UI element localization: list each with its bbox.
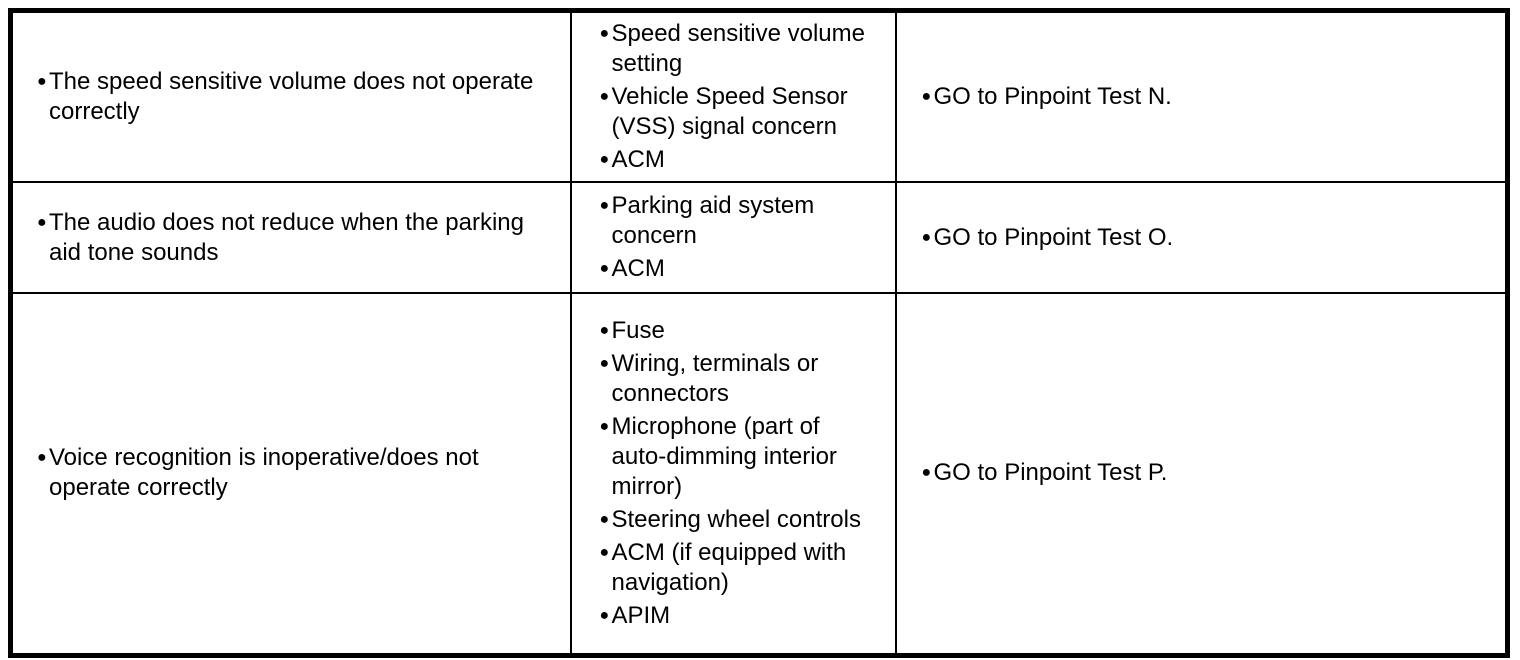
bullet-item: ●Microphone (part of auto-dimming interi… (600, 412, 879, 502)
bullet-item: ●ACM (600, 254, 879, 284)
bullet-icon: ● (921, 88, 932, 105)
action-cell: ●GO to Pinpoint Test N. (894, 9, 1509, 183)
action-cell: ●GO to Pinpoint Test P. (894, 292, 1509, 656)
bullet-item: ●GO to Pinpoint Test O. (922, 223, 1486, 253)
table-row: ●Voice recognition is inoperative/does n… (9, 292, 1509, 656)
bullet-item-text: Steering wheel controls (611, 505, 861, 533)
bullet-item-text: Wiring, terminals or connectors (611, 349, 819, 407)
bullet-item-text: GO to Pinpoint Test P. (933, 459, 1168, 487)
bullet-item: ●The audio does not reduce when the park… (37, 208, 546, 268)
bullet-item: ●GO to Pinpoint Test N. (922, 82, 1486, 112)
bullet-list: ●The audio does not reduce when the park… (37, 208, 546, 268)
bullet-item-text: ACM (611, 146, 665, 173)
bullet-item: ●Voice recognition is inoperative/does n… (37, 443, 546, 503)
bullet-icon: ● (599, 543, 610, 561)
possible-sources-cell: ●Fuse●Wiring, terminals or connectors●Mi… (569, 292, 897, 656)
symptom-cell: ●The audio does not reduce when the park… (9, 181, 572, 294)
bullet-item-text: ACM (if equipped with navigation) (611, 538, 847, 596)
bullet-item-text: The audio does not reduce when the parki… (49, 208, 524, 266)
bullet-item: ●ACM (600, 145, 879, 175)
bullet-item: ●Steering wheel controls (600, 505, 879, 535)
bullet-icon: ● (599, 417, 610, 435)
bullet-item: ●Speed sensitive volume setting (600, 19, 879, 79)
symptom-chart-body: ●The speed sensitive volume does not ope… (9, 9, 1509, 656)
bullet-item-text: Speed sensitive volume setting (611, 20, 865, 77)
possible-sources-cell: ●Speed sensitive volume setting●Vehicle … (569, 9, 897, 183)
bullet-item-text: ACM (611, 255, 665, 282)
bullet-icon: ● (599, 260, 610, 277)
symptom-cell: ●Voice recognition is inoperative/does n… (9, 292, 572, 656)
bullet-item-text: Microphone (part of auto-dimming interio… (611, 412, 837, 500)
bullet-list: ●GO to Pinpoint Test O. (922, 223, 1486, 253)
bullet-icon: ● (37, 73, 47, 90)
bullet-item-text: Parking aid system concern (611, 192, 815, 249)
bullet-item: ●Fuse (600, 316, 879, 346)
bullet-item: ●ACM (if equipped with navigation) (600, 538, 879, 598)
possible-sources-cell: ●Parking aid system concern●ACM (569, 181, 897, 294)
bullet-icon: ● (599, 321, 610, 339)
bullet-icon: ● (921, 464, 932, 482)
bullet-icon: ● (599, 151, 610, 168)
bullet-icon: ● (37, 213, 47, 231)
bullet-list: ●Parking aid system concern●ACM (600, 191, 879, 284)
action-cell: ●GO to Pinpoint Test O. (894, 181, 1509, 294)
bullet-item: ●Parking aid system concern (600, 191, 879, 251)
bullet-icon: ● (37, 449, 47, 467)
symptom-cell: ●The speed sensitive volume does not ope… (9, 9, 572, 183)
bullet-icon: ● (599, 197, 610, 214)
bullet-icon: ● (599, 88, 610, 105)
bullet-icon: ● (599, 510, 610, 528)
bullet-item: ●Vehicle Speed Sensor (VSS) signal conce… (600, 82, 879, 142)
table-row: ●The audio does not reduce when the park… (9, 181, 1509, 294)
bullet-item-text: GO to Pinpoint Test O. (933, 223, 1174, 251)
bullet-list: ●Fuse●Wiring, terminals or connectors●Mi… (600, 316, 879, 631)
bullet-list: ●Speed sensitive volume setting●Vehicle … (600, 19, 879, 175)
bullet-item: ●APIM (600, 601, 879, 631)
bullet-list: ●Voice recognition is inoperative/does n… (37, 443, 546, 503)
bullet-list: ●GO to Pinpoint Test N. (922, 82, 1486, 112)
bullet-item-text: APIM (611, 601, 671, 629)
bullet-item: ●GO to Pinpoint Test P. (922, 458, 1486, 488)
table-row: ●The speed sensitive volume does not ope… (9, 9, 1509, 183)
bullet-item-text: The speed sensitive volume does not oper… (49, 68, 534, 125)
bullet-item: ●Wiring, terminals or connectors (600, 349, 879, 409)
bullet-list: ●GO to Pinpoint Test P. (922, 458, 1486, 488)
bullet-item: ●The speed sensitive volume does not ope… (37, 67, 546, 127)
symptom-chart-table: ●The speed sensitive volume does not ope… (8, 8, 1510, 658)
bullet-icon: ● (599, 354, 610, 372)
bullet-icon: ● (599, 606, 610, 624)
bullet-icon: ● (599, 25, 610, 42)
bullet-list: ●The speed sensitive volume does not ope… (37, 67, 546, 127)
bullet-item-text: GO to Pinpoint Test N. (933, 83, 1172, 110)
bullet-item-text: Voice recognition is inoperative/does no… (49, 444, 479, 502)
bullet-item-text: Fuse (611, 316, 665, 344)
bullet-item-text: Vehicle Speed Sensor (VSS) signal concer… (611, 83, 848, 140)
bullet-icon: ● (921, 228, 932, 246)
